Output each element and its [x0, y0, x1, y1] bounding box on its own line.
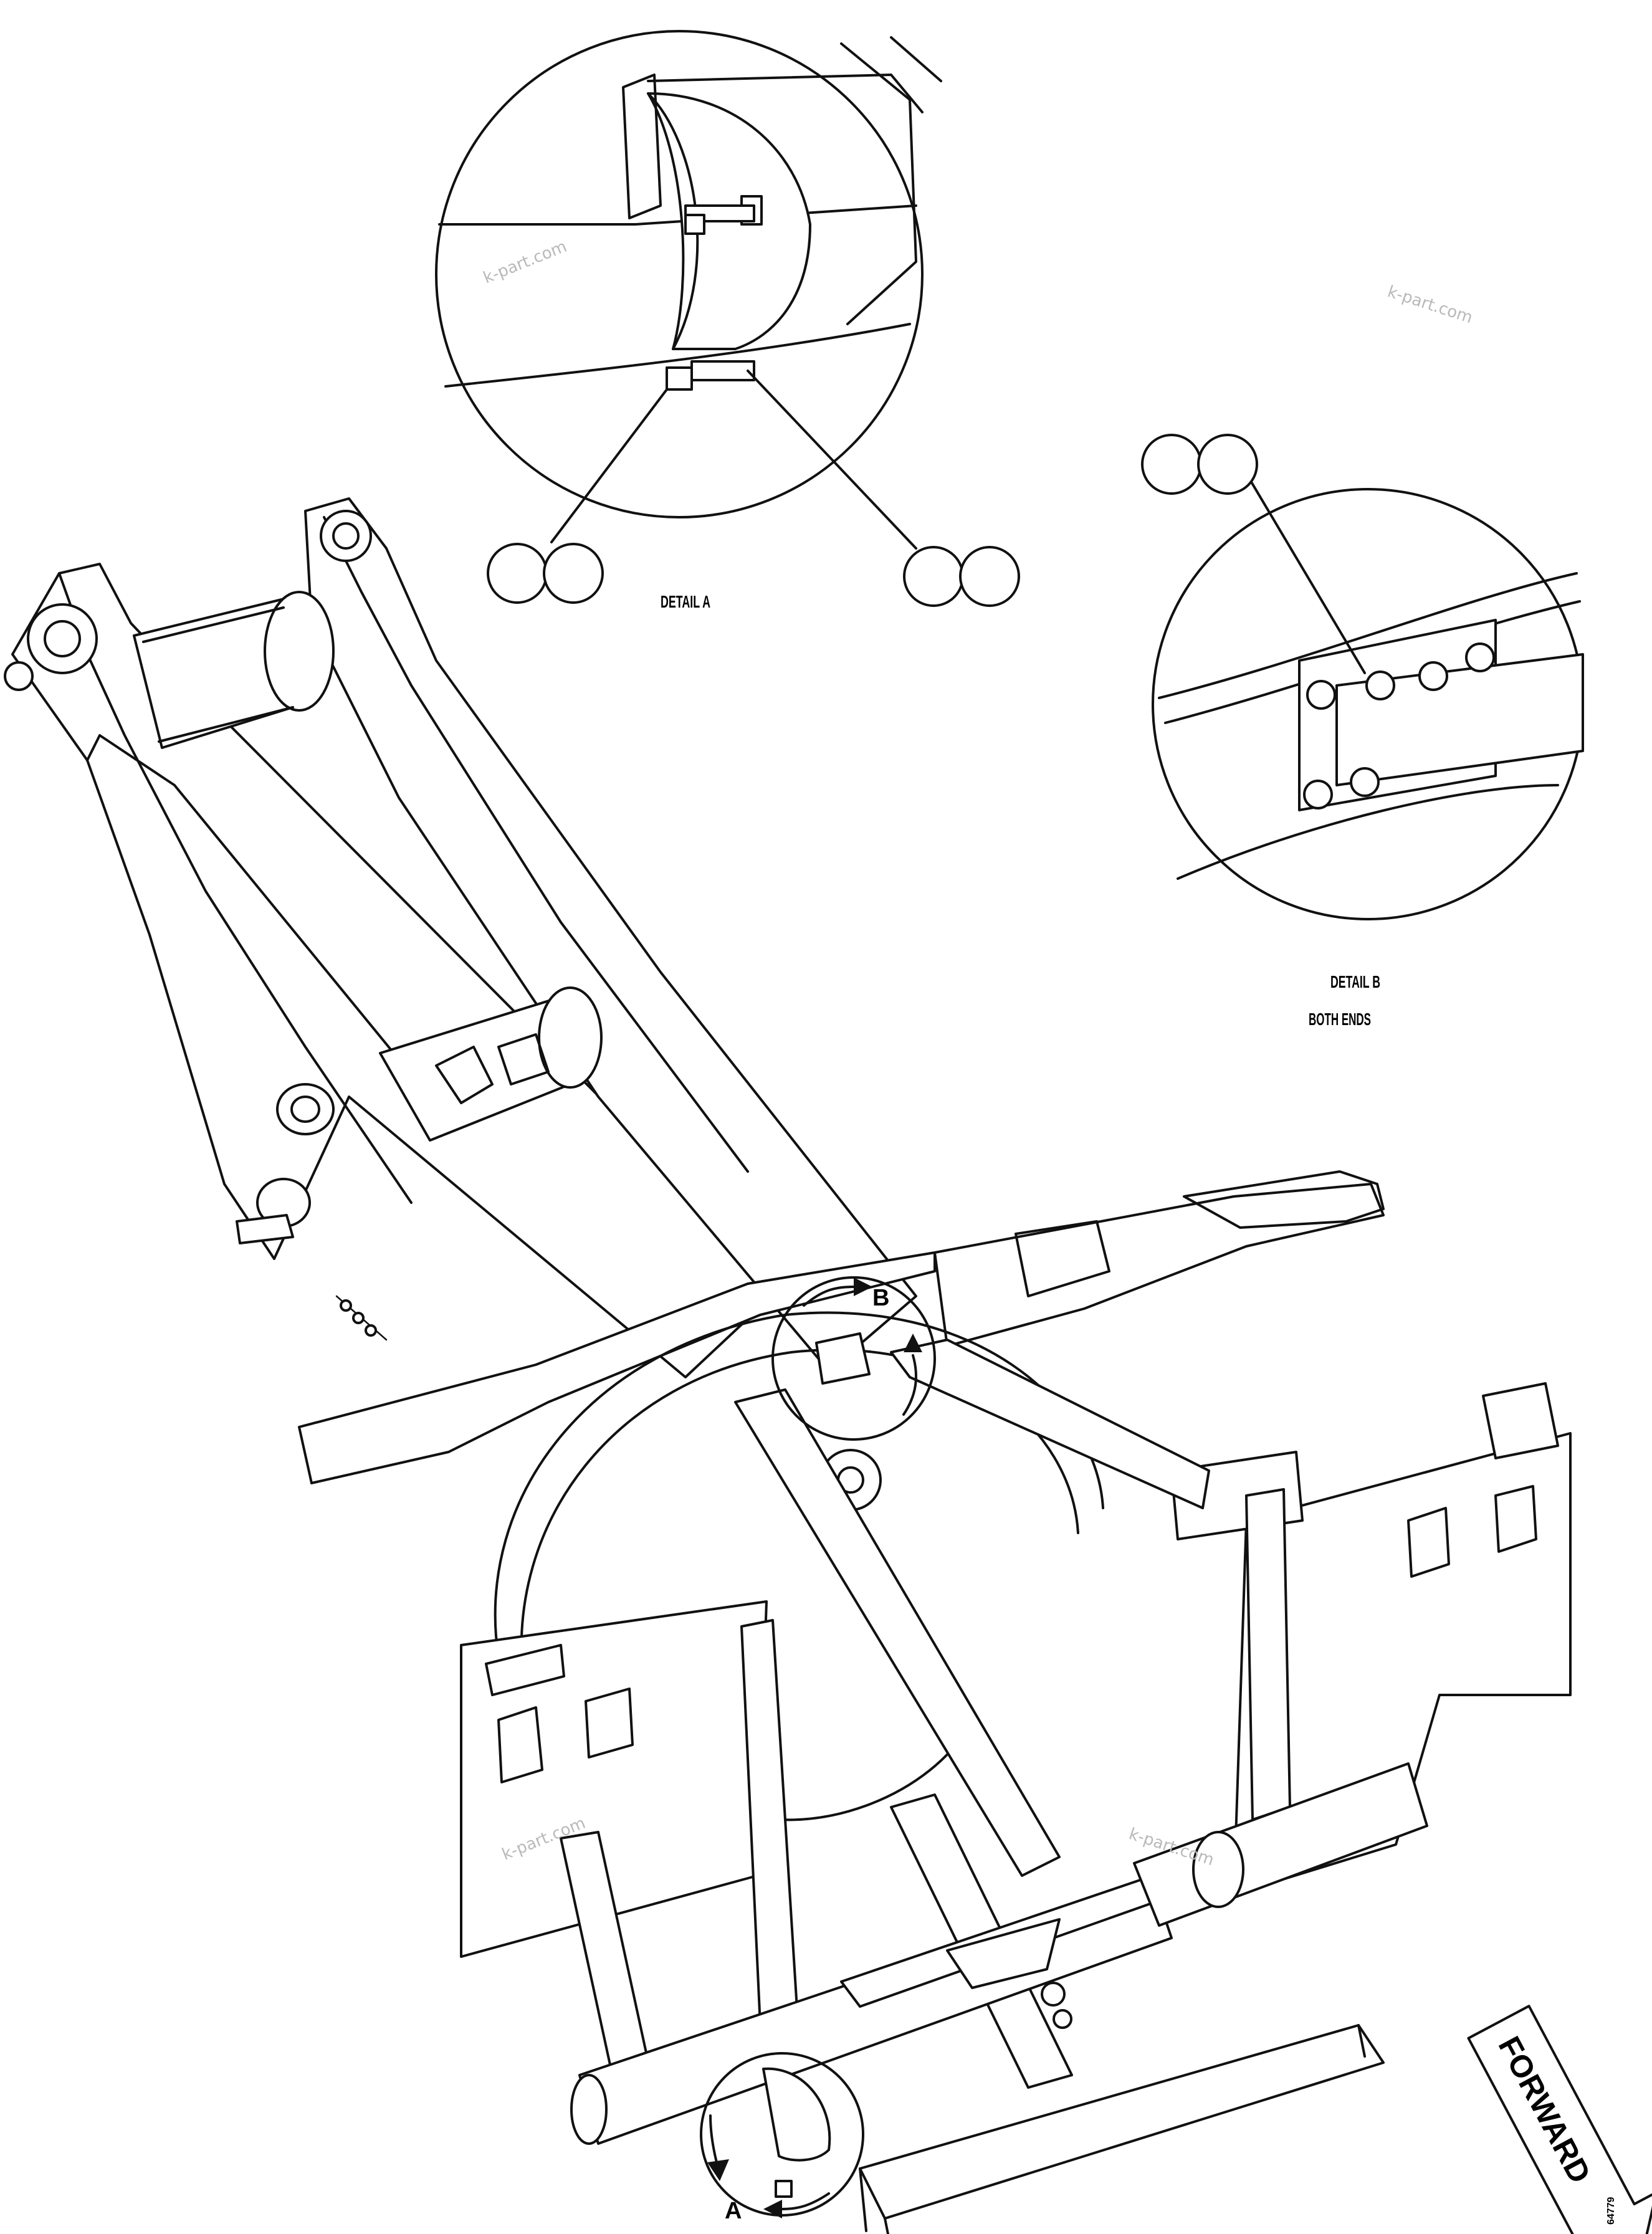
forward-arrow: FORWARD [1467, 2005, 1652, 2234]
right-lower-tube [1133, 1762, 1428, 1927]
callout-circle-b2 [1197, 434, 1258, 495]
transverse-plates [298, 1170, 1385, 1484]
detail-b-callouts [1141, 434, 1366, 674]
detail-b-bubble [1152, 488, 1584, 920]
callout-circle-a1 [487, 543, 548, 604]
bottom-crossmember [859, 2024, 1385, 2234]
detail-b-caption: DETAIL B [1330, 972, 1380, 991]
detail-a-callouts [487, 370, 1020, 607]
left-boom-arm [4, 563, 786, 1378]
loader-frame [4, 497, 1572, 2234]
watermark-2: k-part.com [1385, 282, 1475, 327]
marker-a-circle [700, 2052, 864, 2218]
marker-b-circle [771, 1276, 936, 1441]
upper-cross-tube [133, 591, 335, 749]
callout-circle-a4 [959, 546, 1020, 607]
center-pivot [946, 1918, 1072, 2029]
lower-rear-tube [570, 1874, 1173, 2145]
figure-number: 64779 [1606, 2197, 1616, 2225]
right-boom-arm [304, 497, 917, 1372]
callout-circle-a3 [903, 546, 964, 607]
detail-a-bubble [435, 30, 942, 518]
callout-circle-a2 [543, 543, 604, 604]
middle-cross-tube [379, 986, 603, 1142]
detail-a-caption: DETAIL A [661, 592, 710, 611]
marker-a-label: A [725, 2198, 742, 2224]
callout-circle-b1 [1141, 434, 1202, 495]
detail-b-subcaption: BOTH ENDS [1309, 1010, 1371, 1029]
left-side-plate [460, 1600, 768, 1958]
marker-b-label: B [872, 1285, 889, 1311]
